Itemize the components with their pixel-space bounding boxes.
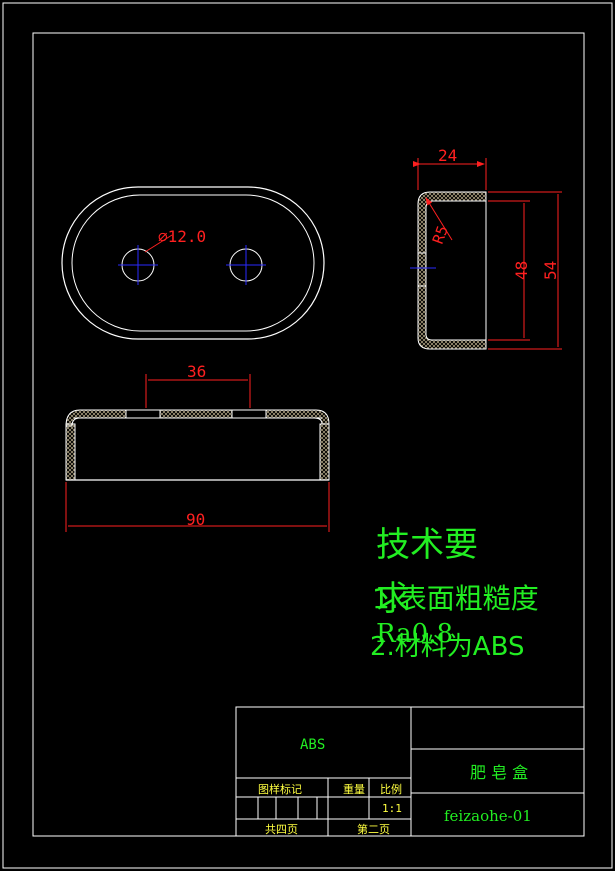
title-block-frame [235, 706, 585, 837]
radius-leader [425, 197, 453, 241]
notes-heading: 技术要 [376, 525, 478, 565]
notes-heading-wrap: 求 [376, 579, 410, 619]
front-wall-right [319, 423, 330, 481]
dim-54-extension [488, 191, 562, 350]
notes-line1: 1.表面粗糙度 [372, 582, 539, 615]
dim-48-label: 48 [512, 261, 531, 280]
front-base-right [265, 409, 330, 425]
centerline-left-hole [118, 245, 158, 285]
front-base-middle [159, 409, 233, 419]
hole-dia-label: ⌀12.0 [158, 227, 206, 246]
drawing-number: feizaohe-01 [444, 807, 532, 825]
sheet-index: 第二页 [357, 822, 390, 836]
title-block [235, 706, 585, 837]
stage-mark-label: 图样标记 [258, 782, 302, 796]
dim-24-label: 24 [438, 146, 457, 165]
material-label: ABS [300, 737, 325, 753]
dim-90-label: 90 [186, 510, 205, 529]
top-view-outer-outline [61, 186, 325, 340]
technical-notes: 技术要 求 1.表面粗糙度 Ra0.8 2.材料为ABS [370, 525, 539, 662]
scale-value: 1:1 [382, 802, 402, 815]
weight-label: 重量 [343, 782, 365, 796]
front-wall-left [65, 423, 76, 481]
centerline-right-hole [226, 245, 266, 285]
sheet-total: 共四页 [265, 823, 298, 836]
side-view: 24 R5 48 54 [410, 146, 562, 350]
dim-90-extension [65, 482, 330, 532]
hole-dia-leader [144, 234, 173, 253]
radius-label: R5 [429, 223, 452, 246]
dim-36-extension [145, 374, 251, 408]
notes-line2: 2.材料为ABS [370, 632, 524, 662]
part-name: 肥 皂 盒 [470, 763, 528, 782]
dim-54-label: 54 [541, 261, 560, 280]
notes-line1-wrap: Ra0.8 [376, 619, 453, 649]
top-view-inner-outline [71, 194, 315, 332]
dim-36-label: 36 [187, 362, 206, 381]
front-view: 36 90 [65, 362, 330, 532]
side-section-wall [417, 191, 487, 350]
dim-48-extension [488, 200, 530, 341]
top-view: ⌀12.0 [61, 186, 325, 340]
scale-label: 比例 [380, 782, 402, 796]
drawing-frame [32, 32, 585, 837]
